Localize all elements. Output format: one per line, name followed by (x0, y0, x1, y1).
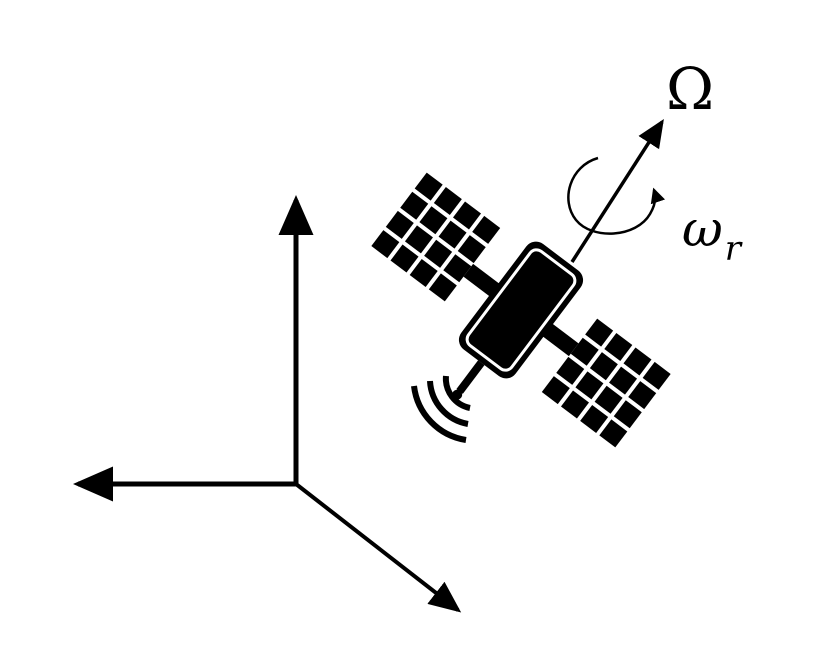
satellite-body (458, 241, 584, 379)
panel-strut-left (463, 263, 501, 298)
reference-frame (73, 195, 462, 613)
satellite-body-outline (465, 248, 577, 372)
solar-panel-right (541, 318, 671, 448)
solar-panel-left (371, 172, 501, 302)
omega-r-label: ωr (682, 204, 741, 266)
omega-r-subscript: r (724, 229, 742, 269)
panel-strut-right (541, 322, 579, 357)
axis-diagonal (294, 482, 462, 613)
omega-r-symbol: ω (682, 200, 723, 258)
omega-label: Ω (666, 55, 715, 123)
rotation-arrow-icon (567, 156, 666, 235)
signal-waves-icon (411, 375, 471, 443)
satellite-icon (371, 172, 671, 448)
omega-vector-arrow (570, 119, 664, 263)
antenna-mast (456, 360, 485, 394)
